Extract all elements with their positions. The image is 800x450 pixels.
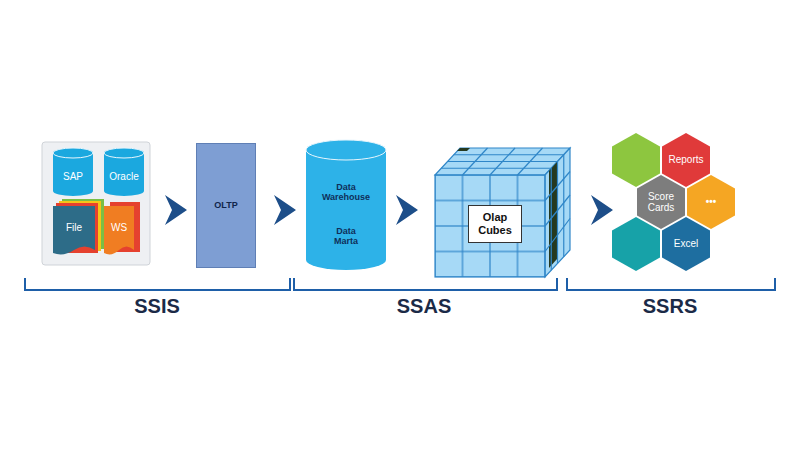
shape-fill — [104, 148, 144, 196]
group-bracket — [294, 278, 557, 290]
cyl-outline — [306, 140, 386, 270]
output-hexagon: Reports — [662, 133, 710, 187]
database-cylinder: Oracle — [104, 148, 144, 196]
hexagon-tile — [612, 217, 660, 271]
shape-fill — [637, 175, 685, 229]
grid-line — [545, 219, 570, 252]
group-label: SSRS — [643, 295, 697, 318]
node-text: Score Cards — [648, 191, 675, 214]
cube-label-box: Olap Cubes — [468, 205, 522, 243]
flow-arrow — [256, 195, 306, 225]
cube-side — [545, 148, 570, 277]
source-panel — [42, 142, 150, 265]
group-bracket — [25, 278, 290, 290]
chevron-head — [396, 195, 418, 225]
flow-arrow — [522, 195, 637, 225]
warehouse-cylinder: Data WarehouseData Marta — [306, 140, 386, 270]
shape-fill — [53, 148, 93, 196]
node-text: ••• — [706, 196, 717, 208]
node-text: Olap Cubes — [478, 211, 512, 236]
node-text: Data Warehouse — [322, 182, 370, 203]
grid-line — [563, 155, 564, 257]
shape-fill — [53, 206, 95, 254]
cube-band — [457, 148, 470, 151]
shape-fill — [662, 217, 710, 271]
node-text: Excel — [674, 238, 698, 250]
document-shape: WS — [104, 206, 134, 258]
flow-chevron — [165, 195, 187, 225]
flow-connector — [522, 210, 637, 211]
node-text: Reports — [668, 154, 703, 166]
hexagon-tile — [612, 133, 660, 187]
database-cylinder: SAP — [53, 148, 93, 196]
cube-band — [549, 162, 557, 268]
flow-connector — [386, 210, 468, 211]
grid-line — [448, 161, 558, 162]
grid-line — [545, 195, 570, 226]
cylinder-top — [306, 140, 386, 160]
shape-fill — [662, 133, 710, 187]
shape-fill — [306, 140, 386, 270]
grid-line — [454, 154, 564, 155]
chevron-head — [591, 195, 613, 225]
cylinder-top — [53, 148, 93, 158]
process-box: OLTP — [196, 143, 256, 268]
node-text: SAP — [63, 171, 83, 183]
group-bracket — [567, 278, 775, 290]
group-label: SSAS — [397, 295, 451, 318]
cube-front — [435, 175, 545, 277]
cylinder-top — [104, 148, 144, 158]
group-label: SSIS — [134, 295, 180, 318]
node-text: Oracle — [109, 171, 138, 183]
document-shape: File — [53, 206, 95, 258]
chevron-head — [274, 195, 296, 225]
node-text: Data Marta — [334, 226, 358, 247]
output-hexagon: ••• — [687, 175, 735, 229]
node-text: WS — [111, 222, 127, 234]
grid-line — [518, 148, 543, 175]
node-text: OLTP — [214, 200, 237, 210]
flow-arrow — [386, 195, 468, 225]
output-hexagon: Score Cards — [637, 175, 685, 229]
output-hexagon: Excel — [662, 217, 710, 271]
shape-fill — [104, 206, 134, 254]
shape-fill — [687, 175, 735, 229]
grid-line — [557, 162, 558, 264]
cube-grid — [441, 148, 570, 270]
node-text: File — [66, 222, 82, 234]
